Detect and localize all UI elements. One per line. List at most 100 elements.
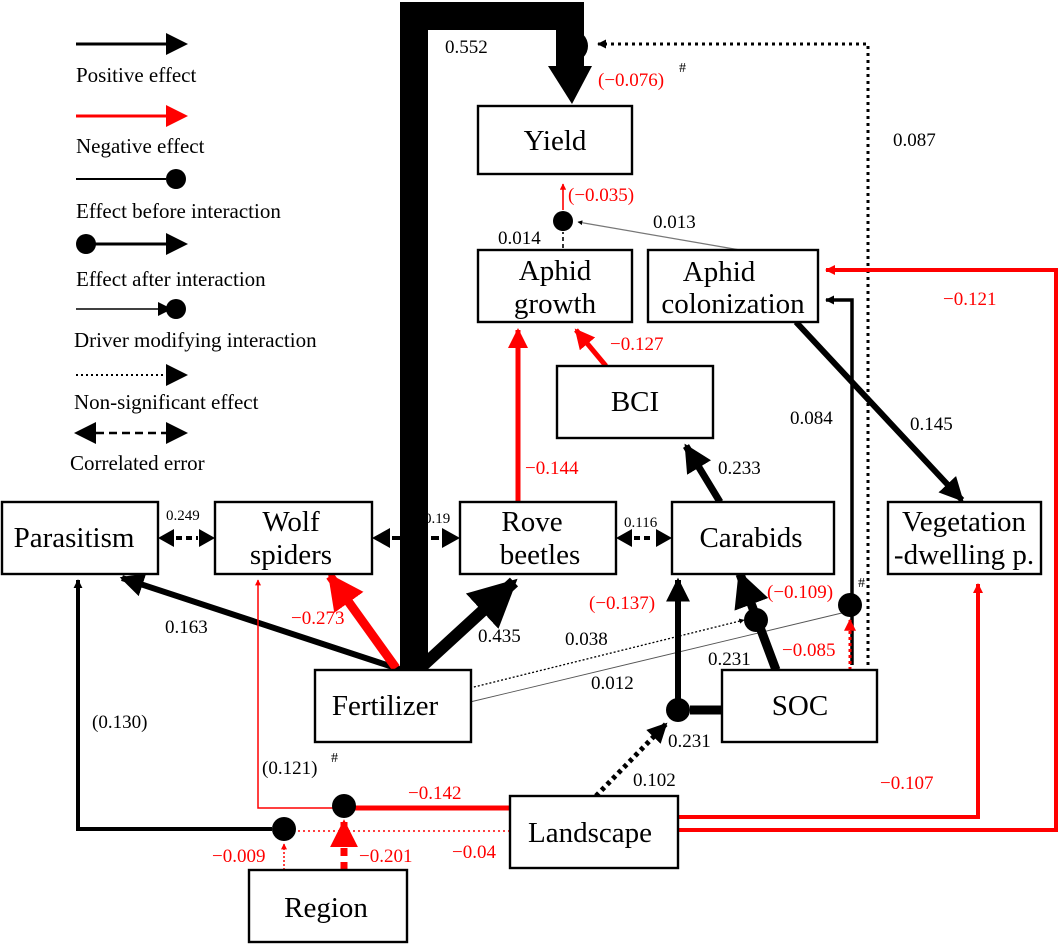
edge-bci-aphid-growth: [574, 328, 608, 368]
coef-label: 0.231: [668, 731, 711, 752]
coef-label: 0.087: [893, 130, 936, 151]
coef-label: −0.121: [943, 289, 996, 310]
legend-label: Effect after interaction: [76, 267, 266, 291]
edge-correlated-parasitism-wolf: [158, 529, 215, 547]
legend-label: Driver modifying interaction: [74, 328, 317, 352]
coef-label: −0.04: [452, 842, 496, 863]
node-aphid-growth: Aphid growth: [476, 248, 634, 324]
coef-label: (0.121): [262, 758, 317, 779]
edge-correlated-rove-carabids: [616, 529, 672, 547]
node-vegetation-dwelling: Vegetation -dwelling p.: [886, 500, 1043, 576]
interaction-point: [553, 211, 573, 231]
coef-hash: #: [331, 751, 338, 766]
coef-label: 0.163: [165, 617, 208, 638]
node-label: BCI: [611, 386, 659, 418]
coef-label: 0.084: [790, 408, 833, 429]
node-bci: BCI: [555, 364, 715, 440]
edge-region-parasitism: [73, 579, 272, 831]
node-yield: Yield: [476, 104, 634, 176]
coef-label: −0.107: [880, 773, 933, 794]
edge-fertilizer-soc-int: [469, 611, 847, 703]
edge-landscape-vegetation: [678, 583, 983, 819]
coef-label: 0.249: [166, 508, 200, 524]
legend-non-significant-effect: Non-significant effect: [74, 364, 259, 414]
node-label: Vegetation: [902, 506, 1027, 538]
coef-label: (0.130): [92, 712, 147, 733]
legend-label: Effect before interaction: [76, 199, 281, 223]
node-rove-beetles: Rove beetles: [458, 500, 618, 576]
coef-label: 0.102: [633, 770, 676, 791]
coef-label: −0.127: [610, 334, 663, 355]
node-soc: SOC: [720, 668, 879, 744]
coef-label: 0.231: [708, 649, 751, 670]
node-label: Region: [284, 892, 368, 924]
legend-label: Correlated error: [70, 451, 205, 475]
coef-label: −0.201: [359, 846, 412, 867]
node-label: Carabids: [699, 522, 802, 554]
interaction-point: [838, 593, 862, 617]
legend: Positive effect Negative effect Effect b…: [70, 33, 317, 475]
coef-label: 0.116: [624, 515, 658, 531]
node-label: Wolf: [262, 506, 320, 538]
coef-label: 0.233: [718, 458, 761, 479]
coef-label: (−0.109): [767, 582, 833, 603]
node-label: SOC: [772, 690, 828, 722]
legend-correlated-error: Correlated error: [70, 422, 205, 475]
coef-label: (−0.076): [598, 70, 664, 91]
coef-label: (−0.137): [589, 593, 655, 614]
node-label: -dwelling p.: [894, 539, 1034, 571]
edge-correlated-wolf-rove: [372, 528, 460, 548]
edge-soc-aphid-colonization: [825, 295, 854, 665]
edge-fertilizer-carabids-int: [469, 618, 745, 689]
edge-fertilizer-wolf: [326, 573, 400, 671]
node-label: Yield: [524, 125, 587, 157]
legend-driver-modifying-interaction: Driver modifying interaction: [74, 299, 317, 352]
node-label: growth: [514, 288, 597, 320]
node-label: Rove: [501, 506, 562, 538]
node-label: beetles: [500, 539, 581, 571]
edge-carabids-bci: [683, 443, 723, 504]
interaction-point: [666, 698, 690, 722]
coef-label: 0.013: [653, 212, 696, 233]
coef-label: 0.552: [445, 37, 488, 58]
node-carabids: Carabids: [670, 500, 836, 576]
node-label: colonization: [661, 288, 805, 320]
coef-label: 0.038: [565, 629, 608, 650]
interaction-point: [332, 794, 356, 818]
edge-colonization-growth-modifier: [577, 220, 741, 251]
coef-hash: #: [679, 61, 686, 76]
node-label: Aphid: [683, 256, 756, 288]
coef-label: 0.012: [591, 673, 634, 694]
legend-effect-after-interaction: Effect after interaction: [76, 233, 266, 291]
edge-fertilizer-parasitism: [119, 573, 403, 673]
coef-label: (−0.035): [568, 185, 634, 206]
node-landscape: Landscape: [508, 794, 680, 870]
edge-fertilizer-yield: [400, 2, 592, 675]
legend-effect-before-interaction: Effect before interaction: [76, 169, 281, 223]
legend-positive-effect: Positive effect: [76, 33, 196, 87]
node-aphid-colonization: Aphid colonization: [646, 248, 820, 324]
edge-landscape-soc-int: [594, 722, 668, 798]
node-parasitism: Parasitism: [0, 500, 160, 576]
edge-soc-yield-modifier: [597, 39, 870, 665]
coef-label: 0.435: [478, 626, 521, 647]
coef-label: −0.144: [525, 458, 579, 479]
coefficients: 0.552 (−0.076) # 0.087 (−0.035) 0.013 0.…: [92, 37, 996, 867]
nodes: Yield Aphid growth Aphid colonization BC…: [0, 104, 1043, 944]
coef-label: −0.142: [408, 783, 461, 804]
node-wolf-spiders: Wolf spiders: [213, 500, 374, 576]
edges: [73, 2, 1058, 870]
legend-label: Non-significant effect: [74, 390, 259, 414]
coef-hash: #: [858, 576, 865, 591]
legend-label: Negative effect: [76, 134, 205, 158]
coef-label: −0.273: [291, 608, 344, 629]
node-label: Parasitism: [14, 522, 135, 554]
legend-label: Positive effect: [76, 63, 196, 87]
node-label: Landscape: [528, 817, 652, 849]
interaction-point: [272, 817, 296, 841]
coef-label: −0.009: [212, 846, 265, 867]
node-fertilizer: Fertilizer: [313, 668, 473, 744]
edge-colonization-vegetation: [793, 319, 965, 503]
node-label: Aphid: [519, 255, 592, 287]
